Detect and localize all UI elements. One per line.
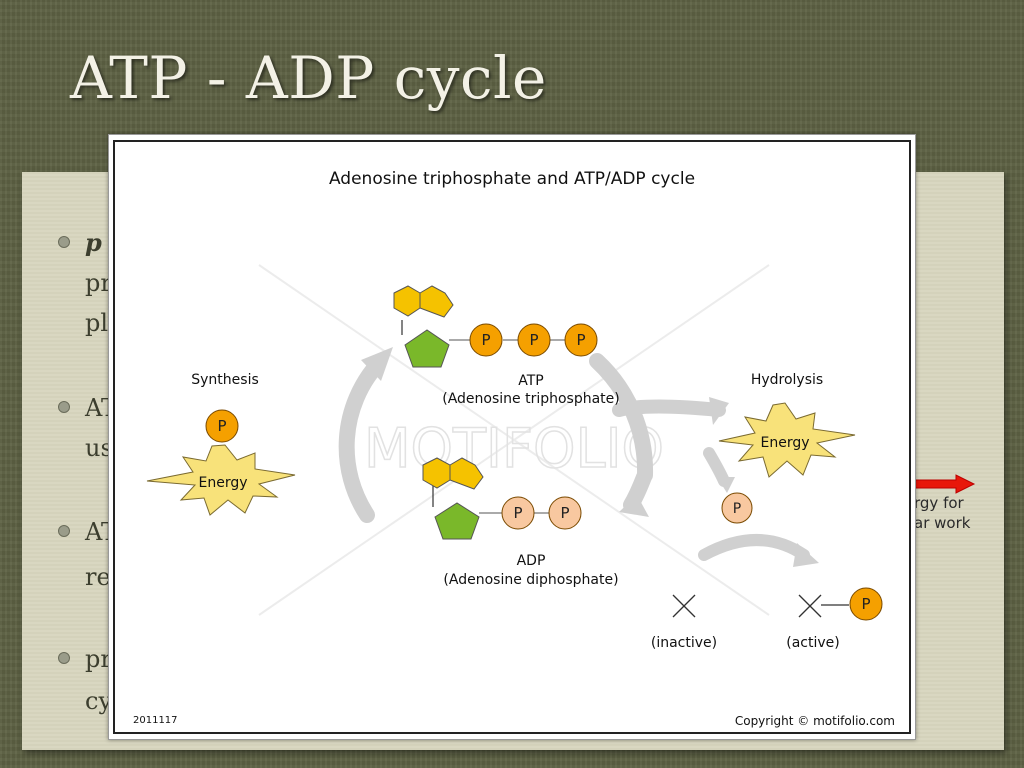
hydrolysis-label: Hydrolysis bbox=[751, 372, 823, 388]
energy-label: Energy bbox=[198, 475, 247, 491]
atp-fullname: (Adenosine triphosphate) bbox=[442, 391, 620, 407]
inactive-label: (inactive) bbox=[651, 635, 717, 651]
figure-canvas: Adenosine triphosphate and ATP/ADP cycle… bbox=[113, 140, 911, 734]
phosphate-icon bbox=[721, 492, 753, 524]
atp-adp-figure: Adenosine triphosphate and ATP/ADP cycle… bbox=[108, 134, 916, 740]
ribose-icon bbox=[404, 329, 450, 368]
energy-arrowhead bbox=[709, 397, 729, 425]
side-caption-line: rgy for bbox=[914, 494, 964, 512]
bullet-line: pl bbox=[85, 309, 109, 337]
enzyme-activation: (inactive) P (active) bbox=[651, 587, 883, 651]
phosphate-icon bbox=[564, 323, 598, 357]
bullet-line: re bbox=[85, 563, 111, 591]
phosphate-label: P bbox=[560, 504, 569, 522]
synthesis-arrow bbox=[338, 357, 385, 523]
phosphate-icon bbox=[548, 496, 582, 530]
phosphate-label: P bbox=[529, 331, 538, 349]
phosphate-icon bbox=[849, 587, 883, 621]
phosphate-label: P bbox=[217, 417, 226, 435]
phosphate-icon bbox=[469, 323, 503, 357]
phosphate-label: P bbox=[861, 595, 870, 613]
active-label: (active) bbox=[786, 635, 839, 651]
ribose-icon bbox=[434, 502, 480, 540]
energy-burst-icon bbox=[718, 402, 856, 478]
watermark-text: MOTIFOLIO bbox=[364, 417, 664, 480]
energy-label: Energy bbox=[760, 435, 809, 451]
energy-arrow bbox=[612, 399, 726, 417]
activation-arrow bbox=[698, 534, 810, 561]
slide-title: ATP - ADP cycle bbox=[70, 44, 547, 112]
bullet-line: p bbox=[85, 228, 102, 257]
phosphate-arrowhead bbox=[717, 477, 735, 493]
synthesis-group: Synthesis P Energy bbox=[146, 372, 296, 516]
bullet-dot bbox=[58, 525, 70, 537]
hydrolysis-arrowhead bbox=[619, 495, 649, 517]
side-caption: rgy for ar work bbox=[914, 493, 970, 533]
figure-border bbox=[113, 140, 911, 734]
atp-label: ATP bbox=[518, 373, 543, 389]
synthesis-label: Synthesis bbox=[191, 372, 259, 388]
bullet-line: cy bbox=[85, 687, 112, 715]
adp-fullname: (Adenosine diphosphate) bbox=[443, 572, 618, 588]
bullet-line: pr bbox=[85, 269, 112, 297]
purine-ring-icon bbox=[419, 285, 454, 318]
phosphate-release-arrow bbox=[703, 447, 730, 487]
bullet-line: pr bbox=[85, 645, 112, 673]
phosphate-icon bbox=[501, 496, 535, 530]
phosphate-label: P bbox=[576, 331, 585, 349]
adp-molecule: P P ADP (Adenosine diphosphate) bbox=[422, 457, 619, 588]
synthesis-arrowhead bbox=[361, 347, 393, 381]
hydrolysis-group: Hydrolysis Energy P bbox=[718, 372, 856, 524]
side-caption-line: ar work bbox=[914, 514, 971, 532]
figure-title: Adenosine triphosphate and ATP/ADP cycle bbox=[329, 169, 695, 189]
purine-ring-icon bbox=[449, 457, 484, 490]
atp-molecule: P P P ATP (Adenosine triphosphate) bbox=[393, 285, 620, 407]
copyright-text: Copyright © motifolio.com bbox=[735, 714, 895, 728]
activation-arrowhead bbox=[793, 543, 819, 567]
bullet-dot bbox=[58, 236, 70, 248]
purine-ring-icon bbox=[422, 457, 451, 489]
bullet-dot bbox=[58, 652, 70, 664]
adp-label: ADP bbox=[517, 553, 546, 569]
watermark: MOTIFOLIO bbox=[258, 264, 770, 616]
phosphate-label: P bbox=[513, 504, 522, 522]
red-arrow-icon bbox=[908, 474, 976, 494]
cycle-arrows bbox=[338, 347, 819, 567]
phosphate-label: P bbox=[733, 501, 741, 517]
phosphate-icon bbox=[205, 409, 239, 443]
phosphate-icon bbox=[517, 323, 551, 357]
phosphate-label: P bbox=[481, 331, 490, 349]
energy-burst-icon bbox=[146, 444, 296, 516]
purine-ring-icon bbox=[393, 285, 421, 317]
figure-code: 2011117 bbox=[133, 715, 178, 726]
bullet-dot bbox=[58, 401, 70, 413]
